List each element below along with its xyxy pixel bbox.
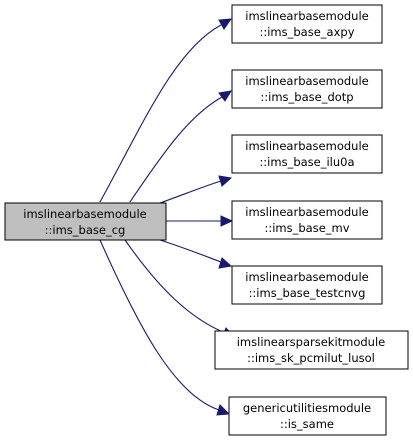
edge-cg-to-mv bbox=[166, 215, 234, 227]
target-line2: ::ims_base_testcnvg bbox=[249, 286, 366, 300]
target-line2: ::ims_base_axpy bbox=[259, 25, 354, 39]
node-target-is-same[interactable]: genericutilitiesmodule ::is_same bbox=[228, 396, 387, 436]
edge-cg-to-dotp bbox=[129, 90, 232, 203]
edge-cg-to-axpy bbox=[99, 18, 233, 203]
target-box bbox=[231, 4, 383, 44]
target-line2: ::ims_base_ilu0a bbox=[259, 155, 354, 169]
node-target-ilu0a[interactable]: imslinearbasemodule ::ims_base_ilu0a bbox=[231, 134, 383, 174]
target-line1: imslinearbasemodule bbox=[245, 205, 368, 219]
target-box bbox=[228, 396, 387, 436]
target-box bbox=[231, 265, 383, 305]
target-line1: genericutilitiesmodule bbox=[243, 401, 371, 415]
node-target-pcmilut-lusol[interactable]: imslinearsparsekitmodule ::ims_sk_pcmilu… bbox=[214, 330, 409, 370]
target-line2: ::ims_base_dotp bbox=[260, 90, 353, 104]
edge-cg-to-ilu0a bbox=[159, 175, 233, 204]
target-line1: imslinearbasemodule bbox=[245, 74, 368, 88]
node-source[interactable]: imslinearbasemodule ::ims_base_cg bbox=[4, 202, 167, 241]
target-box bbox=[214, 330, 409, 370]
node-target-mv[interactable]: imslinearbasemodule ::ims_base_mv bbox=[231, 200, 383, 240]
target-box bbox=[231, 69, 383, 109]
target-line1: imslinearsparsekitmodule bbox=[237, 335, 386, 349]
target-line1: imslinearbasemodule bbox=[245, 139, 368, 153]
source-line2: ::ims_base_cg bbox=[45, 223, 126, 237]
target-line2: ::ims_base_mv bbox=[264, 221, 349, 235]
target-box bbox=[231, 134, 383, 174]
source-box bbox=[4, 202, 167, 241]
node-target-axpy[interactable]: imslinearbasemodule ::ims_base_axpy bbox=[231, 4, 383, 44]
target-line1: imslinearbasemodule bbox=[245, 270, 368, 284]
target-line2: ::ims_sk_pcmilut_lusol bbox=[247, 351, 375, 365]
target-line2: ::is_same bbox=[280, 417, 334, 431]
node-target-dotp[interactable]: imslinearbasemodule ::ims_base_dotp bbox=[231, 69, 383, 109]
node-target-testcnvg[interactable]: imslinearbasemodule ::ims_base_testcnvg bbox=[231, 265, 383, 305]
target-box bbox=[231, 200, 383, 240]
edge-cg-to-pcmilut-lusol bbox=[124, 239, 236, 338]
edge-cg-to-is-same bbox=[99, 239, 231, 416]
edge-cg-to-testcnvg bbox=[159, 239, 233, 269]
target-line1: imslinearbasemodule bbox=[245, 9, 368, 23]
source-line1: imslinearbasemodule bbox=[23, 207, 146, 221]
